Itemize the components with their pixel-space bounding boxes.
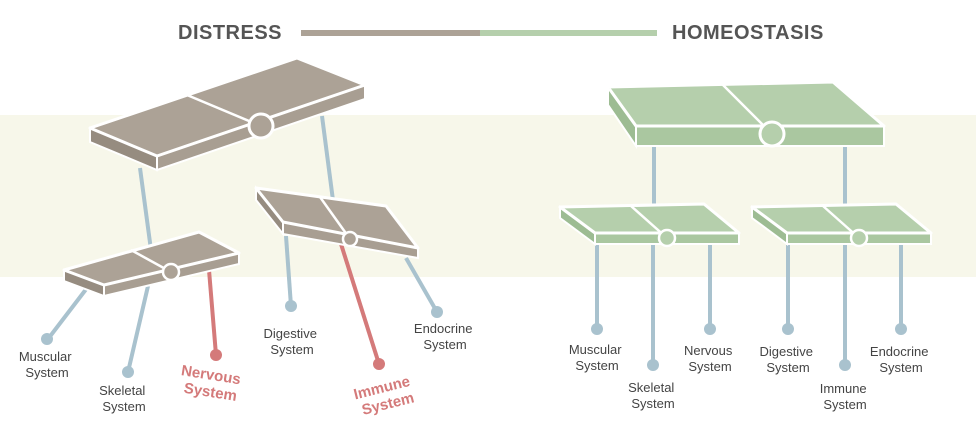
homeostasis-top-plate [606, 80, 886, 150]
homeostasis-dot-immune [839, 359, 851, 371]
homeostasis-dot-muscular [591, 323, 603, 335]
distress-right-plate [254, 185, 420, 260]
distress-rod-immune [339, 243, 381, 365]
distress-dot-skeletal [122, 366, 134, 378]
distress-heading: DISTRESS [178, 22, 282, 44]
homeostasis-label-endocrine: Endocrine System [870, 344, 932, 375]
homeostasis-label-digestive: Digestive System [759, 344, 816, 375]
distress-label-digestive: Digestive System [263, 326, 320, 357]
homeostasis-right-plate [750, 202, 933, 248]
homeostasis-label-immune: Immune System [820, 381, 871, 412]
distress-label-endocrine: Endocrine System [414, 321, 476, 352]
distress-rod-muscular [46, 286, 89, 341]
homeostasis-dot-nervous [704, 323, 716, 335]
distress-left-plate [62, 230, 241, 298]
homeostasis-dot-skeletal [647, 359, 659, 371]
distress-label-nervous: Nervous System [177, 362, 246, 406]
homeostasis-structure: Muscular System Skeletal System Nervous … [558, 80, 933, 412]
distress-rod-nervous [207, 269, 218, 356]
distress-rod-top-left [138, 167, 153, 251]
distress-dot-endocrine [431, 306, 443, 318]
distress-rod-skeletal [126, 285, 150, 373]
distress-dot-immune [373, 358, 385, 370]
distress-label-skeletal: Skeletal System [99, 383, 149, 414]
distress-dot-nervous [210, 349, 222, 361]
homeostasis-dot-digestive [782, 323, 794, 335]
homeostasis-heading: HOMEOSTASIS [672, 22, 824, 44]
distress-label-immune: Immune System [352, 372, 420, 420]
homeostasis-left-plate [558, 202, 741, 248]
distress-structure: Muscular System Skeletal System Nervous … [19, 56, 476, 420]
homeostasis-label-nervous: Nervous System [684, 343, 736, 374]
distress-top-plate [88, 56, 367, 172]
distress-rod-digestive [284, 235, 293, 307]
distress-rod-endocrine [404, 257, 439, 313]
homeostasis-dot-endocrine [895, 323, 907, 335]
homeostasis-label-muscular: Muscular System [569, 342, 625, 373]
distress-label-muscular: Muscular System [19, 349, 75, 380]
homeostasis-label-skeletal: Skeletal System [628, 380, 678, 411]
distress-rod-top-right [320, 115, 336, 209]
distress-dot-muscular [41, 333, 53, 345]
distress-dot-digestive [285, 300, 297, 312]
